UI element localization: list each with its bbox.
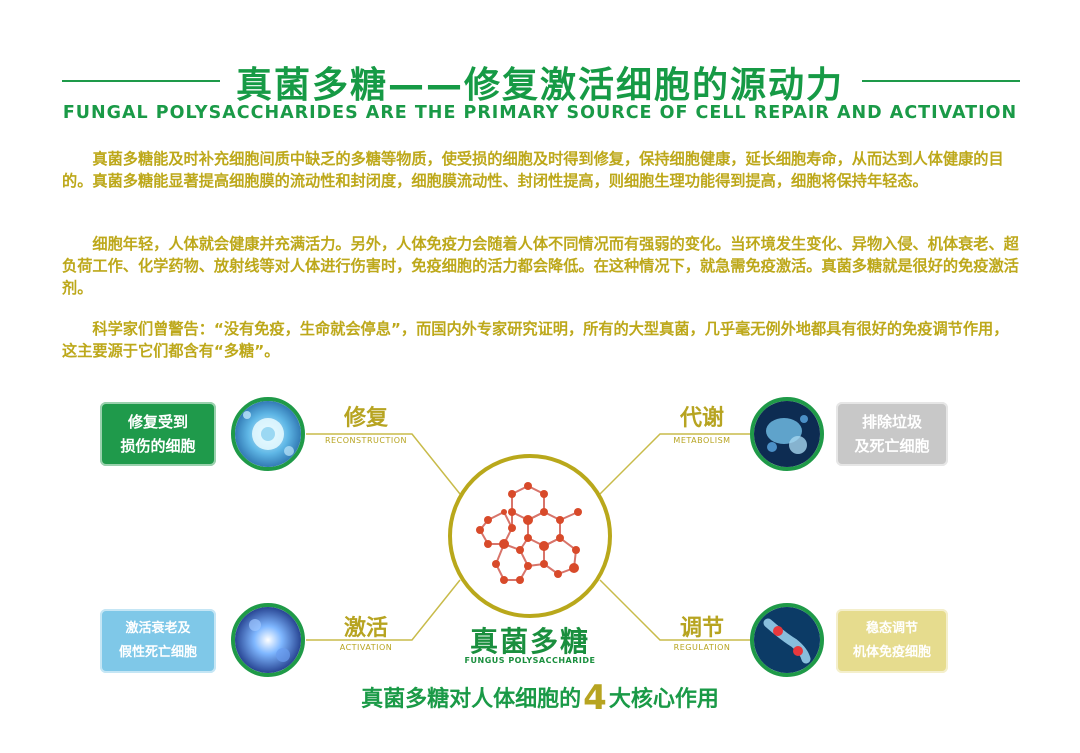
box-repair: 修复受到损伤的细胞: [100, 402, 216, 466]
bottom-caption: 真菌多糖对人体细胞的4大核心作用: [0, 678, 1080, 718]
box-metabolism-line1: 排除垃圾: [861, 413, 922, 431]
box-metabolism: 排除垃圾及死亡细胞: [836, 402, 948, 466]
center-subtitle: FUNGUS POLYSACCHARIDE: [464, 656, 596, 665]
cell-image-regulation: [750, 603, 824, 677]
page-subtitle: FUNGAL POLYSACCHARIDES ARE THE PRIMARY S…: [62, 103, 1018, 123]
caption-post: 大核心作用: [608, 687, 719, 712]
label-repair-en: RECONSTRUCTION: [325, 436, 407, 445]
caption-pre: 真菌多糖对人体细胞的: [361, 687, 582, 712]
label-activation: 激活: [343, 616, 388, 641]
label-regulation: 调节: [679, 616, 724, 641]
label-metabolism: 代谢: [679, 406, 724, 431]
center-title: 真菌多糖: [469, 625, 590, 658]
label-metabolism-en: METABOLISM: [673, 436, 731, 445]
molecule-icon: [476, 482, 582, 584]
title-rule-left: [62, 80, 220, 82]
paragraph-3: 科学家们曾警告：“没有免疫，生命就会停息”，而国内外专家研究证明，所有的大型真菌…: [62, 320, 1009, 360]
paragraph-1: 真菌多糖能及时补充细胞间质中缺乏的多糖等物质，使受损的细胞及时得到修复，保持细胞…: [62, 150, 1004, 190]
box-activation: 激活衰老及假性死亡细胞: [100, 609, 216, 673]
title-rule-right: [862, 80, 1020, 82]
label-regulation-en: REGULATION: [673, 643, 731, 652]
center-molecule-ring: [448, 454, 612, 618]
cell-image-metabolism: [750, 397, 824, 471]
label-activation-en: ACTIVATION: [339, 643, 393, 652]
paragraph-2: 细胞年轻，人体就会健康并充满活力。另外，人体免疫力会随着人体不同情况而有强弱的变…: [62, 235, 1019, 297]
box-regulation-line2: 机体免疫细胞: [852, 645, 931, 660]
label-repair: 修复: [343, 406, 388, 431]
box-repair-line1: 修复受到: [127, 413, 188, 431]
cell-image-activation: [231, 603, 305, 677]
box-regulation: 稳态调节机体免疫细胞: [836, 609, 948, 673]
box-regulation-line1: 稳态调节: [865, 621, 918, 636]
box-metabolism-line2: 及死亡细胞: [854, 437, 930, 455]
box-activation-line2: 假性死亡细胞: [118, 645, 197, 660]
box-repair-line2: 损伤的细胞: [120, 437, 196, 455]
box-activation-line1: 激活衰老及: [125, 621, 191, 636]
page-title: 真菌多糖——修复激活细胞的源动力: [235, 65, 844, 106]
cell-image-repair: [231, 397, 305, 471]
caption-number: 4: [583, 678, 607, 718]
